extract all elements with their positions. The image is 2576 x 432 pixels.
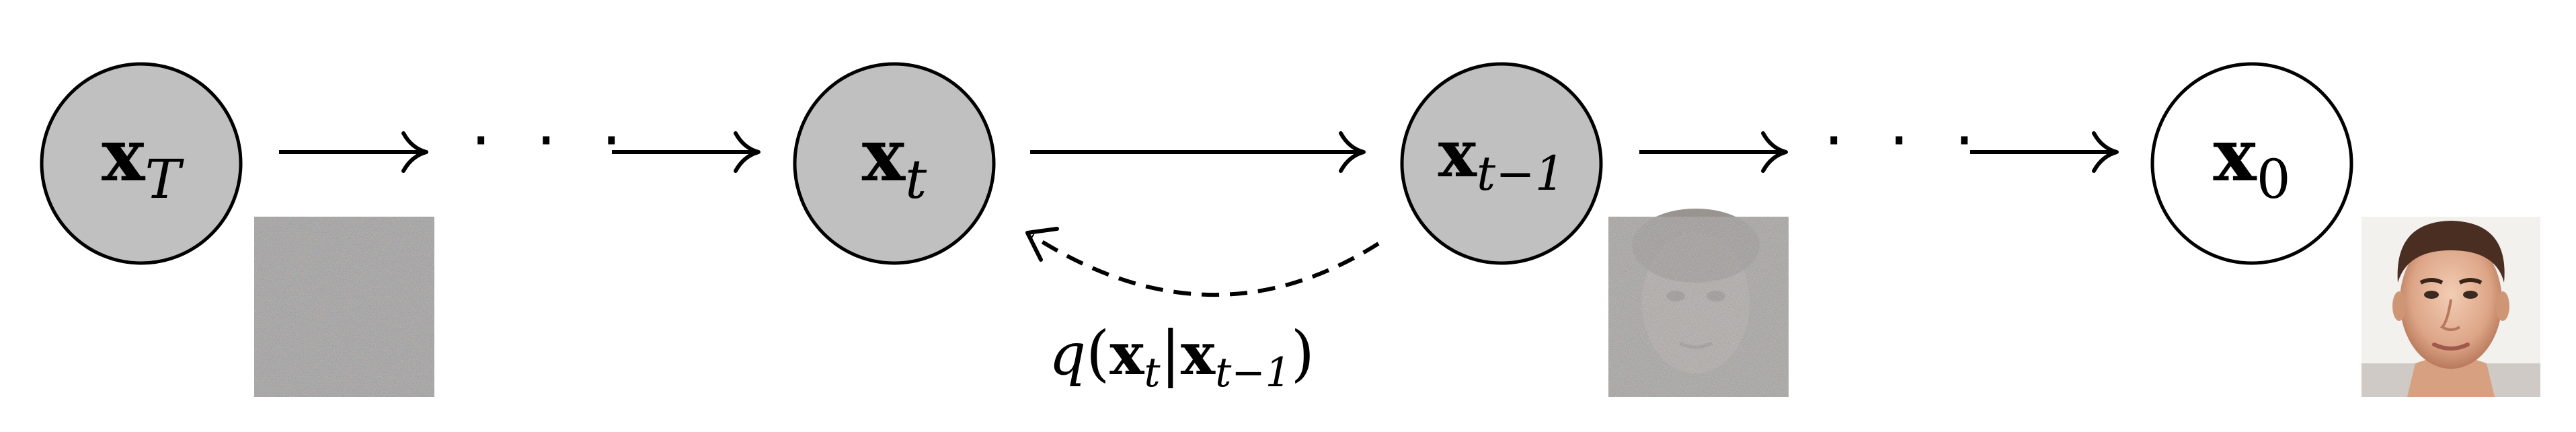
node-xt: xt [793,62,996,265]
arrow-xt-to-xtm1 [1030,131,1366,173]
node-xtm1: xt−1 [1400,62,1603,265]
ellipsis-right: · · · [1824,103,1987,178]
noisy-face-image [1608,209,1789,397]
node-x0-circle [2150,62,2353,265]
reverse-process-label: q(xt|xt−1) [1049,318,1315,396]
node-xT-circle [40,62,243,265]
arrow-xT-to-dots [279,131,428,173]
node-xt-label: xt [862,113,927,211]
node-xT-label: xT [102,113,184,211]
arrow-xtm1-to-dots [1639,131,1788,173]
node-xT: xT [40,62,243,265]
node-xt-circle [793,62,996,265]
arrow-dots-to-x0 [1970,131,2119,173]
arrow-dots-to-xt [612,131,760,173]
clean-face-image [2362,217,2540,397]
node-xtm1-circle [1400,62,1603,265]
dashed-reverse-arrow [1025,227,1380,297]
node-xtm1-label: xt−1 [1438,116,1565,201]
ellipsis-left: · · · [471,103,634,178]
pure-noise-image [254,217,434,397]
node-x0: x0 [2150,62,2353,265]
node-x0-label: x0 [2213,113,2290,211]
